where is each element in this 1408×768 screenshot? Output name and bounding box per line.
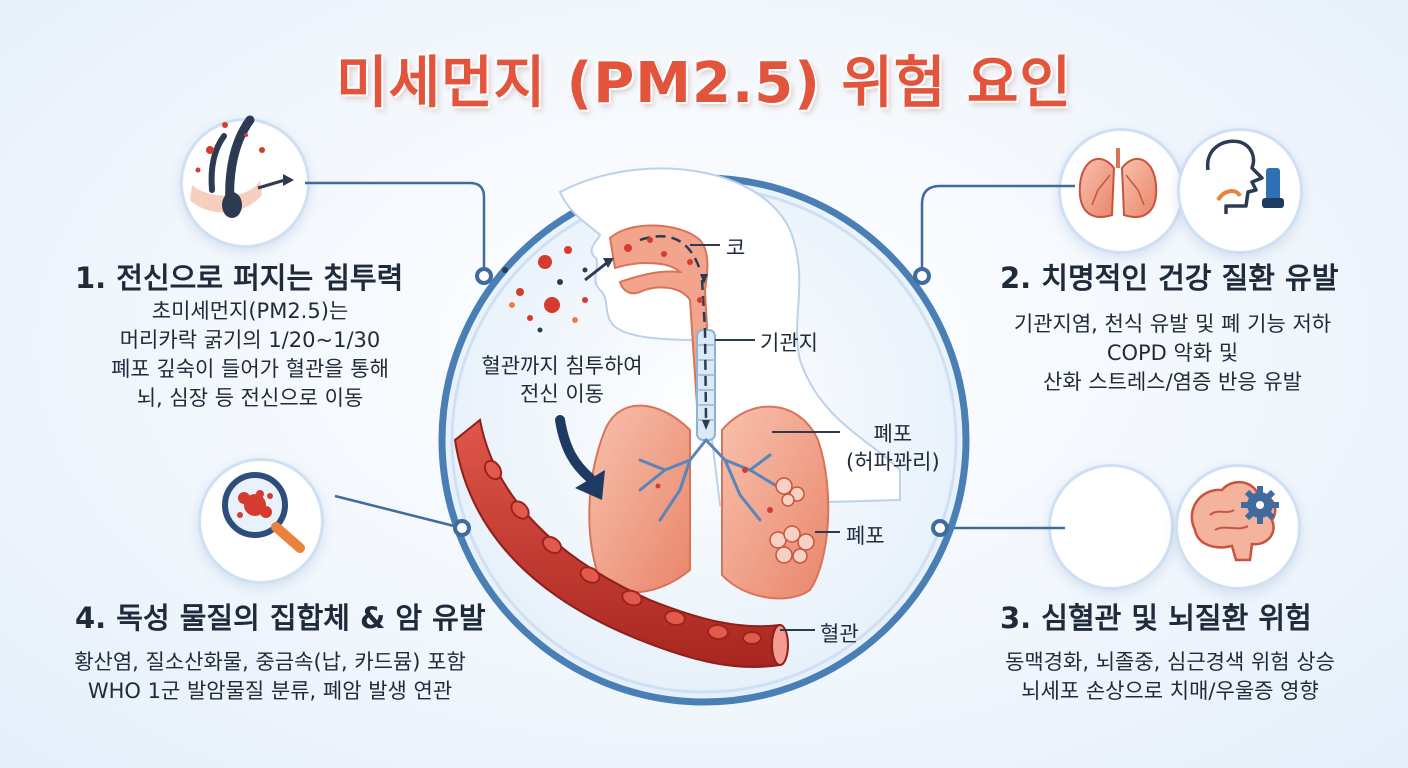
page-title: 미세먼지 (PM2.5) 위험 요인	[336, 51, 1072, 116]
alveoli-label-line2: (허파꽈리)	[846, 450, 940, 474]
inhaled-particles	[502, 246, 614, 333]
brain-gear-icon	[1190, 481, 1279, 562]
alveoli-label-line1: 폐포	[873, 422, 913, 446]
section-3-line: 동맥경화, 뇌졸중, 심근경색 위험 상승	[1005, 650, 1335, 674]
section-2-heading: 2. 치명적인 건강 질환 유발	[1000, 261, 1339, 295]
penetration-label: 혈관까지 침투하여 전신 이동	[462, 352, 662, 408]
section-1-heading: 1. 전신으로 퍼지는 침투력	[75, 261, 404, 295]
section-2-line: COPD 악화 및	[1106, 341, 1239, 365]
section-3-body: 동맥경화, 뇌졸중, 심근경색 위험 상승 뇌세포 손상으로 치매/우울증 영향	[965, 648, 1375, 706]
penetration-label-line1: 혈관까지 침투하여	[481, 354, 643, 378]
section-1-line: 머리카락 굵기의 1/20~1/30	[119, 328, 381, 352]
section-1-body: 초미세먼지(PM2.5)는 머리카락 굵기의 1/20~1/30 폐포 깊숙이 …	[70, 297, 430, 413]
nose-label: 코	[726, 236, 746, 260]
section-2-line: 산화 스트레스/염증 반응 유발	[1043, 370, 1302, 394]
section-4-line: WHO 1군 발암물질 분류, 폐암 발생 연관	[87, 679, 453, 703]
lungs	[588, 404, 830, 600]
connector-node-2	[913, 267, 931, 285]
section-1-line: 초미세먼지(PM2.5)는	[151, 299, 349, 323]
section-1-line: 뇌, 심장 등 전신으로 이동	[136, 386, 364, 410]
connector-node-1	[475, 267, 493, 285]
magnifier-particle-icon	[222, 472, 305, 553]
section-2-line: 기관지염, 천식 유발 및 폐 기능 저하	[1013, 312, 1332, 336]
airway	[608, 224, 716, 441]
section-1-line: 폐포 깊숙이 들어가 혈관을 통해	[111, 357, 389, 381]
lungs-icon	[1078, 148, 1158, 218]
bronchi-label: 기관지	[760, 331, 818, 355]
section-3-line: 뇌세포 손상으로 치매/우울증 영향	[1021, 679, 1319, 703]
section-4-heading: 4. 독성 물질의 집합체 & 암 유발	[75, 601, 486, 635]
section-4-body: 황산염, 질소산화물, 중금속(납, 카드뮴) 포함 WHO 1군 발암물질 분…	[50, 648, 490, 706]
alveoli-label: 폐포 (허파꽈리)	[846, 420, 940, 476]
connector-node-3	[931, 519, 949, 537]
section-4-line: 황산염, 질소산화물, 중금속(납, 카드뮴) 포함	[74, 650, 466, 674]
penetration-arrow	[555, 415, 605, 500]
heart-pulse-icon	[1070, 498, 1140, 537]
section-2-body: 기관지염, 천식 유발 및 폐 기능 저하 COPD 악화 및 산화 스트레스/…	[975, 310, 1370, 397]
blood-vessel	[453, 418, 789, 668]
hair-particle-icon	[190, 115, 294, 218]
connector-node-4	[453, 519, 471, 537]
penetration-label-line2: 전신 이동	[520, 382, 604, 406]
alveolus-label: 폐포	[846, 524, 885, 548]
section-3-heading: 3. 심혈관 및 뇌질환 위험	[1000, 601, 1312, 635]
vessel-label: 혈관	[820, 622, 859, 646]
inhaler-icon	[1206, 139, 1284, 214]
